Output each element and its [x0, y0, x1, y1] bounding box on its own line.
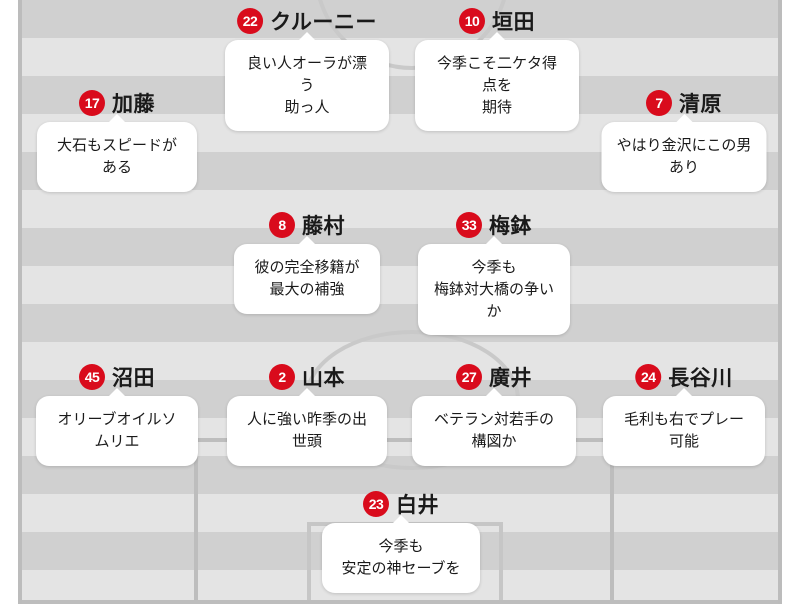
player-label[interactable]: 17 加藤: [79, 88, 155, 118]
player-name: クルーニー: [270, 11, 377, 34]
player-name: 沼田: [112, 367, 155, 390]
player-name: 清原: [679, 93, 722, 116]
penalty-area-marking: [194, 438, 614, 604]
player-comment-bubble: 大石もスピードがある: [37, 114, 197, 192]
player-number-badge: 23: [363, 491, 389, 517]
player-comment-bubble: 今季こそ二ケタ得点を 期待: [415, 31, 579, 132]
player-name: 白井: [396, 494, 439, 517]
player-label[interactable]: 27 廣井: [456, 362, 532, 392]
player-label[interactable]: 45 沼田: [79, 362, 155, 392]
player-number-badge: 8: [269, 212, 295, 238]
goal-line-marking: [22, 600, 778, 604]
player-number-badge: 33: [456, 212, 482, 238]
player-comment-bubble: 良い人オーラが漂う 助っ人: [225, 31, 389, 132]
pitch-stripe: [22, 190, 778, 228]
player-comment-bubble: 今季も 梅鉢対大橋の争いか: [418, 235, 570, 336]
player-comment-bubble: 毛利も右でプレー可能: [603, 388, 765, 466]
player-number-badge: 17: [79, 90, 105, 116]
player-name: 廣井: [489, 367, 532, 390]
player-label[interactable]: 33 梅鉢: [456, 210, 532, 240]
player-label[interactable]: 7 清原: [646, 88, 722, 118]
player-comment-bubble: オリーブオイルソムリエ: [36, 388, 198, 466]
player-label[interactable]: 23 白井: [363, 489, 439, 519]
player-number-badge: 10: [459, 8, 485, 34]
player-comment-bubble: 彼の完全移籍が 最大の補強: [234, 236, 380, 314]
player-label[interactable]: 2 山本: [269, 362, 345, 392]
player-number-badge: 27: [456, 364, 482, 390]
player-name: 山本: [302, 367, 345, 390]
player-label[interactable]: 8 藤村: [269, 210, 345, 240]
player-name: 長谷川: [668, 367, 733, 390]
player-number-badge: 2: [269, 364, 295, 390]
player-name: 梅鉢: [489, 215, 532, 238]
player-label[interactable]: 22 クルーニー: [237, 6, 377, 36]
pitch-stripe: [22, 266, 778, 304]
player-name: 垣田: [492, 11, 535, 34]
player-comment-bubble: やはり金沢にこの男あり: [601, 114, 767, 192]
player-comment-bubble: ベテラン対若手の 構図か: [412, 388, 576, 466]
player-number-badge: 45: [79, 364, 105, 390]
player-name: 藤村: [302, 215, 345, 238]
player-name: 加藤: [112, 93, 155, 116]
player-number-badge: 24: [635, 364, 662, 390]
player-comment-bubble: 今季も 安定の神セーブを: [322, 515, 480, 593]
player-label[interactable]: 24 長谷川: [635, 362, 733, 392]
player-number-badge: 22: [237, 8, 264, 34]
player-comment-bubble: 人に強い昨季の出世頭: [227, 388, 387, 466]
player-number-badge: 7: [646, 90, 672, 116]
player-label[interactable]: 10 垣田: [459, 6, 535, 36]
